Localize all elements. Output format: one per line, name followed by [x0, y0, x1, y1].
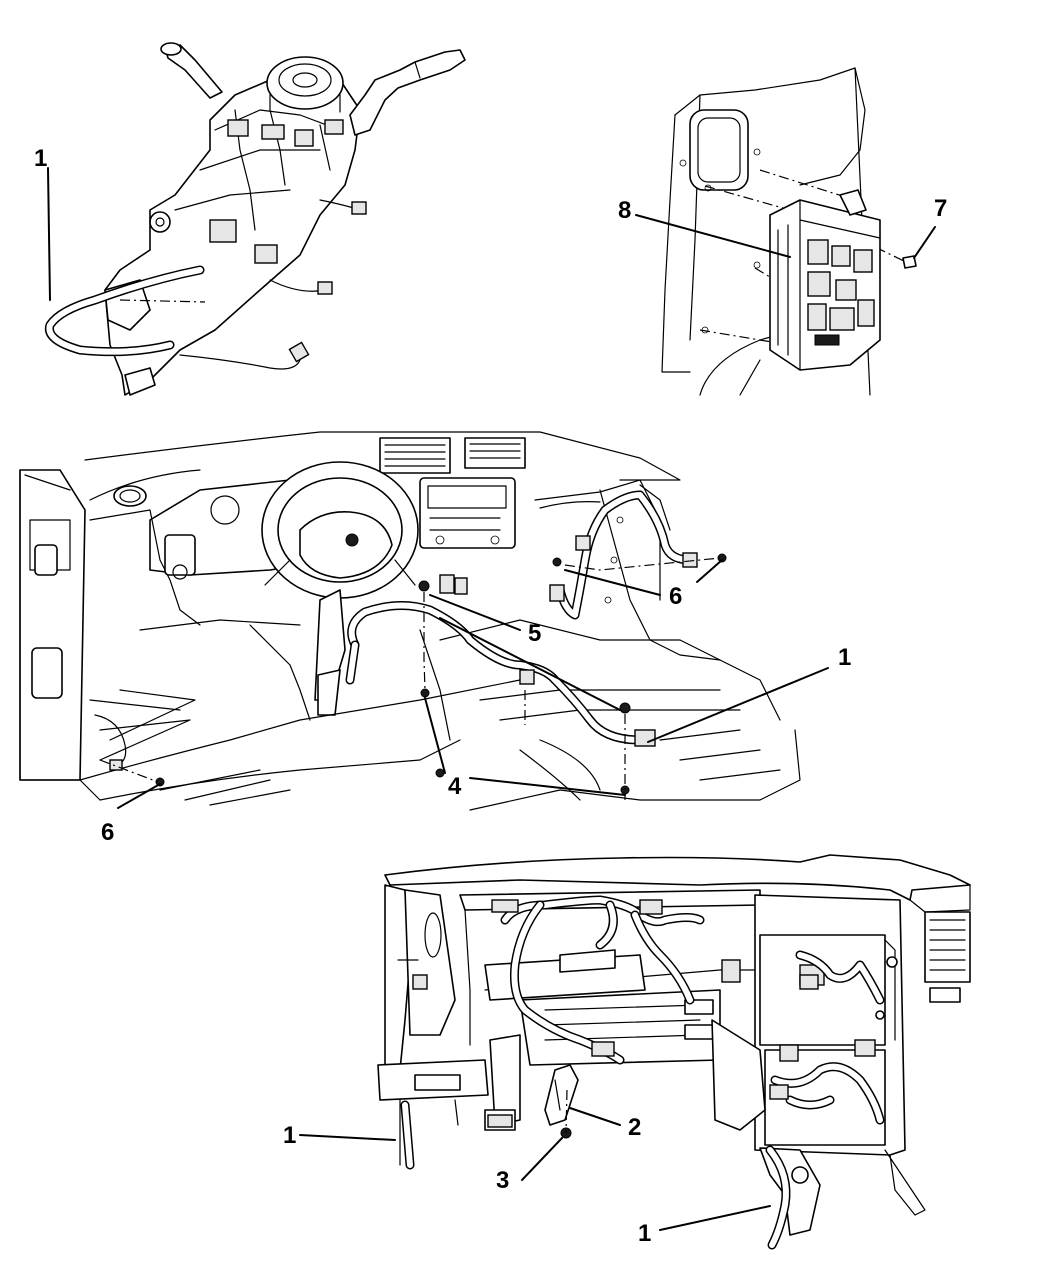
callout-6-right-fastener: 6: [669, 583, 682, 610]
floor-view: [19, 431, 829, 811]
callout-1-dash-right-harness: 1: [638, 1220, 651, 1247]
callout-6-left-fastener: 6: [101, 819, 114, 846]
callout-1-steering-column: 1: [34, 145, 47, 172]
callout-1-floor-harness: 1: [838, 644, 851, 671]
callout-1-dash-left-harness: 1: [283, 1122, 296, 1149]
instrument-panel-view: [299, 854, 971, 1250]
callout-8-module: 8: [618, 197, 631, 224]
callout-7-screw: 7: [934, 195, 947, 222]
callout-2-bracket: 2: [628, 1114, 641, 1141]
steering-column-view: [44, 42, 466, 396]
callout-3-screw: 3: [496, 1167, 509, 1194]
module-view: [635, 67, 936, 396]
callout-4-fastener: 4: [448, 773, 462, 800]
callout-5-fastener: 5: [528, 620, 541, 647]
